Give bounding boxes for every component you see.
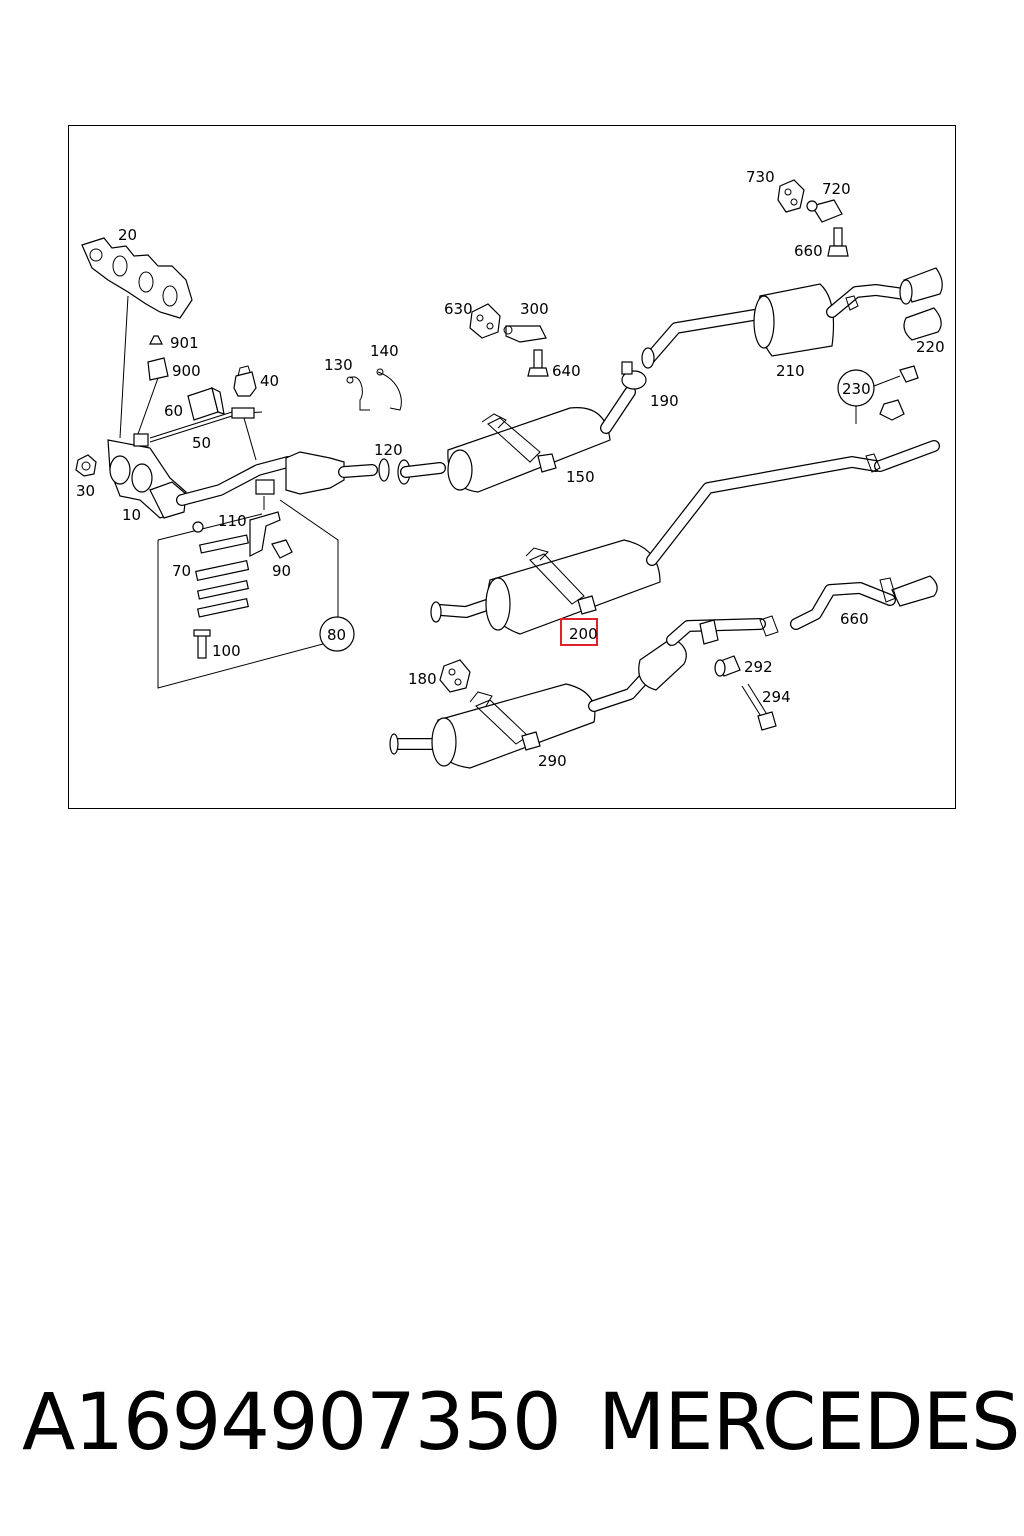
callout-190: 190 — [650, 392, 679, 410]
callout-110: 110 — [218, 512, 247, 530]
callout-150: 150 — [566, 468, 595, 486]
bracket-set-80 — [157, 479, 339, 689]
callout-10: 10 — [122, 506, 141, 524]
exhaust-parts-illustration: 20 901 900 40 60 50 30 10 110 70 90 100 … — [75, 168, 945, 770]
middle-silencer-150 — [447, 386, 636, 493]
rear-silencer-200 — [430, 440, 940, 635]
callout-630: 300 — [520, 300, 549, 318]
callout-40: 40 — [260, 372, 279, 390]
clamp-130 — [346, 376, 370, 411]
callout-200-highlight-box — [560, 618, 598, 646]
clamp-190 — [621, 361, 647, 390]
callout-90: 90 — [272, 562, 291, 580]
clamp-140 — [376, 368, 402, 411]
tail-pipe-220 — [903, 307, 942, 341]
clamp-kit-230 — [837, 365, 919, 424]
rubber-mount-180 — [439, 659, 471, 693]
callout-80-circle — [319, 616, 355, 652]
callout-80: 80 — [327, 626, 346, 644]
rubber-mount-730 — [777, 179, 805, 213]
bolt-660-rear — [827, 227, 849, 257]
exhaust-manifold-catalyst — [107, 439, 378, 519]
tail-pipe-upper — [899, 267, 943, 305]
tail-pipe-300 — [790, 575, 938, 630]
callout-220: 220 — [916, 338, 945, 356]
callout-720: 720 — [822, 180, 851, 198]
sensor-bracket-60 — [187, 386, 225, 421]
callout-50: 50 — [192, 434, 211, 452]
callout-660-rear: 660 — [794, 242, 823, 260]
connector-pipe — [699, 615, 779, 645]
rear-silencer-210 — [641, 283, 910, 369]
part-number: A1694907350 — [22, 1378, 562, 1468]
callout-labels: 20 901 900 40 60 50 30 10 110 70 90 100 … — [76, 168, 945, 770]
clamp-720 — [806, 199, 843, 223]
callout-230: 230 — [842, 380, 871, 398]
footer-caption: A1694907350 MERCEDES — [0, 1368, 1024, 1478]
callout-60: 60 — [164, 402, 183, 420]
callout-900: 900 — [172, 362, 201, 380]
exhaust-system-diagram — [68, 125, 956, 809]
cap-901 — [149, 335, 163, 345]
nut-30 — [75, 454, 97, 477]
bushing-292 — [714, 655, 741, 677]
callout-300: 660 — [840, 610, 869, 628]
brand-name: MERCEDES — [598, 1378, 1020, 1468]
middle-silencer-290 — [389, 618, 766, 769]
callout-730: 730 — [746, 168, 775, 186]
callout-901: 901 — [170, 334, 199, 352]
callout-294: 294 — [762, 688, 791, 706]
callout-292: 292 — [744, 658, 773, 676]
callout-180: 180 — [408, 670, 437, 688]
oxygen-sensor-cable — [133, 377, 263, 461]
rubber-mount-640 — [469, 303, 501, 339]
callout-200: 200 — [569, 625, 598, 643]
callout-20: 20 — [118, 226, 137, 244]
clip-900 — [147, 357, 169, 381]
callout-140: 140 — [370, 342, 399, 360]
callout-290: 290 — [538, 752, 567, 770]
callout-130: 130 — [324, 356, 353, 374]
callout-660-front: 640 — [552, 362, 581, 380]
callout-120: 120 — [374, 441, 403, 459]
bolt-660-front — [527, 349, 549, 377]
callout-640: 630 — [444, 300, 473, 318]
exhaust-manifold-gasket — [81, 237, 193, 439]
sensor-clip-40 — [233, 365, 257, 397]
bracket-630 — [503, 325, 547, 343]
bolt-294 — [741, 683, 777, 731]
callout-30: 30 — [76, 482, 95, 500]
sealing-ring-120 — [378, 458, 446, 485]
callout-100: 100 — [212, 642, 241, 660]
callout-70: 70 — [172, 562, 191, 580]
callout-210: 210 — [776, 362, 805, 380]
